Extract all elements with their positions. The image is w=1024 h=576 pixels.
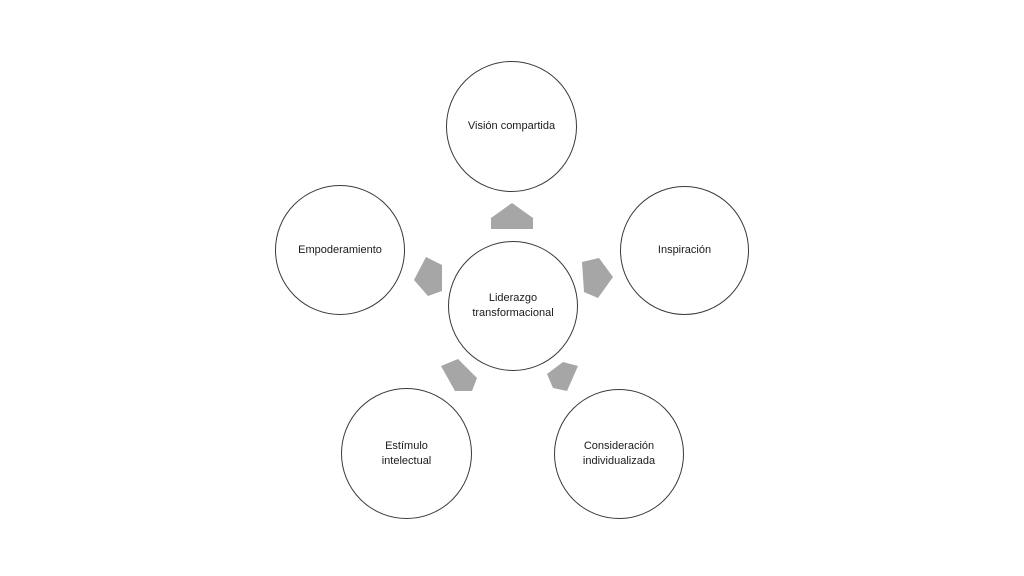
arrow-to-consideracion <box>547 362 578 391</box>
node-consideracion-individualizada: Consideración individualizada <box>554 389 684 519</box>
arrow-to-estimulo <box>441 359 477 391</box>
node-label: Empoderamiento <box>298 243 382 256</box>
node-vision-compartida: Visión compartida <box>446 61 577 192</box>
node-empoderamiento: Empoderamiento <box>275 185 405 315</box>
node-label: Inspiración <box>657 244 712 256</box>
node-estimulo-intelectual: Estímulo intelectual <box>341 388 472 519</box>
arrow-to-empoderamiento <box>414 257 442 296</box>
node-inspiracion: Inspiración <box>620 186 749 315</box>
node-label: Visión compartida <box>467 120 556 132</box>
arrow-to-inspiracion <box>582 258 613 298</box>
node-label: Estímulo intelectual <box>381 439 432 467</box>
arrow-to-vision <box>491 203 533 229</box>
center-label: Liderazgo transformacional <box>472 292 554 319</box>
node-center-liderazgo: Liderazgo transformacional <box>448 241 578 371</box>
node-label: Consideración individualizada <box>582 440 656 467</box>
